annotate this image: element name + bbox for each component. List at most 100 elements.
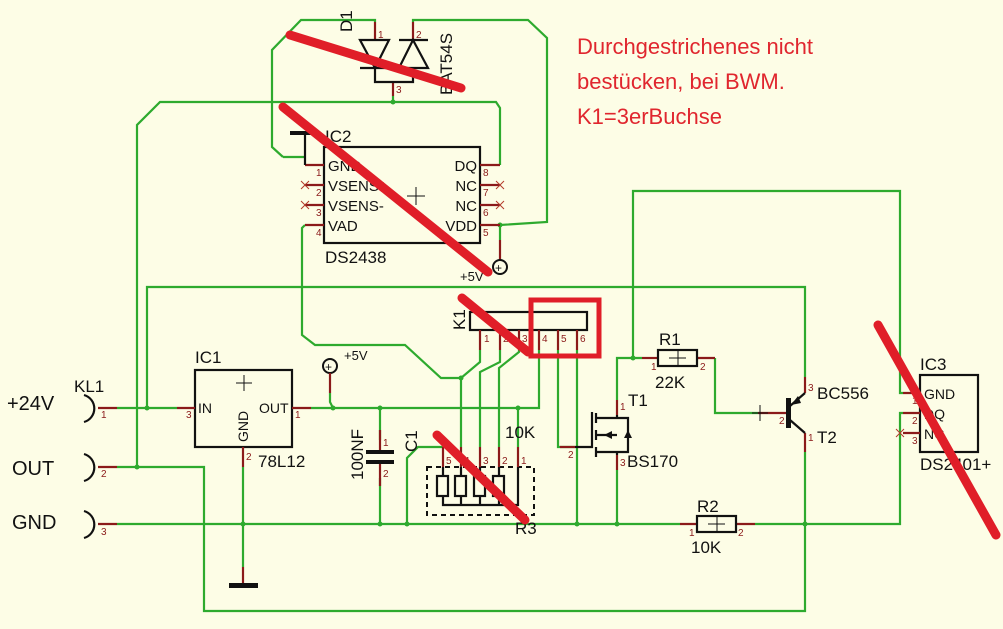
wire-k1-5[interactable] — [556, 350, 575, 449]
r1-name: R1 — [659, 330, 681, 349]
pin-number: 2 — [568, 450, 574, 461]
pin-number: 6 — [580, 334, 586, 345]
pin-label: NC — [455, 178, 477, 195]
terminal-2-symbol — [83, 452, 96, 483]
terminal-label-gnd: GND — [12, 512, 56, 534]
pin-label: GND — [924, 386, 955, 402]
r3-name: R3 — [515, 519, 537, 538]
pin-number: 4 — [316, 228, 322, 239]
resistor-r1[interactable]: R1 22K 1 2 — [642, 330, 715, 392]
pin-number: 2 — [738, 528, 744, 539]
capacitor-c1[interactable]: 100NF C1 1 2 — [348, 429, 421, 486]
c1-value: 100NF — [348, 429, 367, 480]
wire-ic3-gnd[interactable] — [631, 189, 903, 395]
wire-k1-1[interactable] — [459, 350, 482, 447]
pin-label: DQ — [455, 158, 478, 175]
k1-name: K1 — [450, 309, 469, 330]
pin-number: 1 — [101, 410, 107, 421]
wire-r3-pin5[interactable] — [405, 445, 443, 524]
wire-vad[interactable] — [300, 224, 461, 380]
ic1-value: 78L12 — [258, 452, 305, 471]
wires — [117, 18, 903, 613]
resistor-r2[interactable]: R2 10K 1 2 — [680, 497, 755, 557]
pin-number: 1 — [316, 168, 322, 179]
d1-name: D1 — [337, 10, 356, 32]
terminal-1-symbol — [83, 393, 96, 424]
r1-value: 22K — [655, 373, 686, 392]
wire-5v-line[interactable] — [311, 350, 541, 410]
pin-number: 1 — [378, 30, 384, 41]
connector-kl1[interactable]: KL1 +24V OUT GND 1 2 3 — [7, 377, 117, 540]
r3-value: 10K — [505, 423, 536, 442]
wire-24v-up[interactable] — [145, 285, 807, 408]
connector-k1[interactable]: K1 1 2 3 4 5 6 — [450, 309, 589, 350]
highlight-box-k1-pins — [528, 297, 602, 359]
pin-label: VAD — [328, 218, 358, 235]
pin-number: 1 — [521, 456, 527, 467]
strike-d1 — [285, 30, 466, 93]
ic1-name: IC1 — [195, 348, 221, 367]
pin-number: 2 — [246, 452, 252, 463]
wire-r2-ic3[interactable] — [755, 411, 903, 526]
pin-label: GND — [235, 411, 251, 442]
pin-number: 1 — [383, 438, 389, 449]
supply-5v[interactable]: + +5V — [322, 348, 368, 393]
pin-number: 2 — [383, 469, 389, 480]
pin-number: 2 — [316, 188, 322, 199]
pin-number: 2 — [416, 30, 422, 41]
pin-number: 1 — [689, 528, 695, 539]
strike-ic3 — [873, 320, 1001, 540]
pin-number: 8 — [483, 168, 489, 179]
pin-label: NC — [455, 198, 477, 215]
wire-r1-t2[interactable] — [713, 358, 758, 415]
strike-marks — [278, 30, 1001, 540]
ic2-ds2438[interactable]: IC2 GND VSENS+ VSENS- VAD DQ NC NC VDD 1… — [290, 127, 508, 284]
strike-r3 — [432, 430, 530, 525]
r2-value: 10K — [691, 538, 722, 557]
terminal-label-out: OUT — [12, 458, 54, 480]
pin-number: 1 — [295, 410, 301, 421]
pin-number: 3 — [316, 208, 322, 219]
pin-number: 5 — [561, 334, 567, 345]
wire-k1-3[interactable] — [497, 350, 521, 447]
note-line: Durchgestrichenes nicht — [577, 34, 813, 59]
pin-number: 1 — [651, 362, 657, 373]
svg-text:+: + — [325, 360, 332, 374]
pin-number: 5 — [483, 228, 489, 239]
strike-ic2 — [278, 102, 493, 277]
pin-label: OUT — [259, 400, 289, 416]
ic2-value: DS2438 — [325, 248, 386, 267]
svg-text:+: + — [495, 261, 502, 275]
t1-name: T1 — [628, 391, 648, 410]
note-line: K1=3erBuchse — [577, 104, 722, 129]
wire-d1-right[interactable] — [411, 18, 549, 227]
wire-k1-2[interactable] — [478, 350, 502, 447]
r3-outline — [426, 466, 535, 516]
pin-number: 3 — [808, 383, 814, 394]
pin-number: 1 — [808, 433, 814, 444]
ic2-body — [322, 145, 482, 245]
pin-number: 3 — [186, 410, 192, 421]
pin-number: 1 — [484, 334, 490, 345]
kl1-name: KL1 — [74, 377, 104, 396]
pin-label: VDD — [445, 218, 477, 235]
wire-out[interactable] — [117, 452, 807, 613]
pin-number: 4 — [542, 334, 548, 345]
mosfet-t1[interactable]: T1 BS170 1 2 3 — [560, 391, 678, 471]
terminal-3-symbol — [83, 509, 96, 540]
pin-number: 6 — [483, 208, 489, 219]
terminal-label-24v: +24V — [7, 393, 55, 415]
pin-number: 3 — [912, 436, 918, 447]
t1-value: BS170 — [627, 452, 678, 471]
transistor-t2[interactable]: BC556 T2 1 2 3 — [752, 377, 869, 452]
pin-number: 2 — [700, 362, 706, 373]
strike-k1 — [457, 293, 533, 357]
regulator-ic1[interactable]: IC1 IN OUT GND 78L12 3 1 2 — [177, 348, 311, 471]
pin-number: 1 — [912, 396, 918, 407]
supply-label: +5V — [344, 348, 368, 363]
pin-number: 1 — [620, 402, 626, 413]
wire-dq-bus[interactable] — [135, 100, 502, 467]
ic3-ds2401[interactable]: IC3 GND DQ NC 1 2 3 DS2401+ — [895, 355, 991, 474]
